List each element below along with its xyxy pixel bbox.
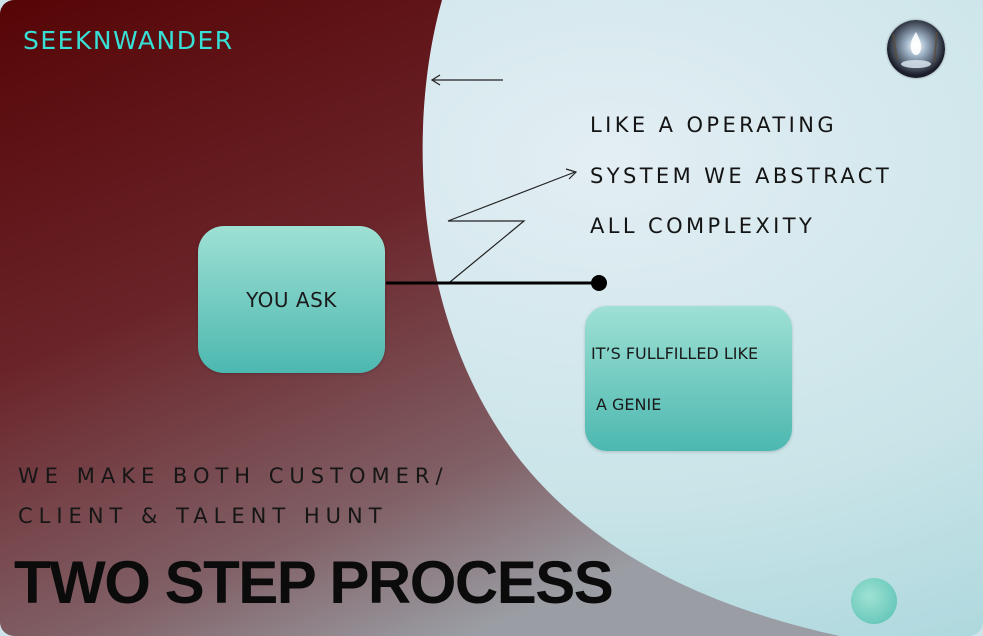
brand-name: SEEKNWANDER	[23, 26, 234, 55]
abstraction-line-2: SYSTEM WE ABSTRACT	[590, 164, 893, 188]
you-ask-label: YOU ASK	[246, 288, 337, 312]
decorative-circle	[851, 578, 897, 624]
genie-label-line-2: A GENIE	[596, 395, 662, 414]
page-title: TWO STEP PROCESS	[14, 549, 614, 616]
tagline-line-1: WE MAKE BOTH CUSTOMER/	[18, 464, 449, 488]
maroon-region	[0, 0, 840, 636]
genie-label-line-1: IT’S FULLFILLED LIKE	[591, 344, 759, 363]
abstraction-line-3: ALL COMPLEXITY	[590, 214, 816, 238]
tagline-line-2: CLIENT & TALENT HUNT	[18, 504, 388, 528]
genie-lamp-logo-icon	[887, 20, 945, 78]
you-ask-box	[198, 226, 385, 373]
abstraction-line-1: LIKE A OPERATING	[590, 113, 837, 137]
genie-box	[585, 306, 792, 451]
